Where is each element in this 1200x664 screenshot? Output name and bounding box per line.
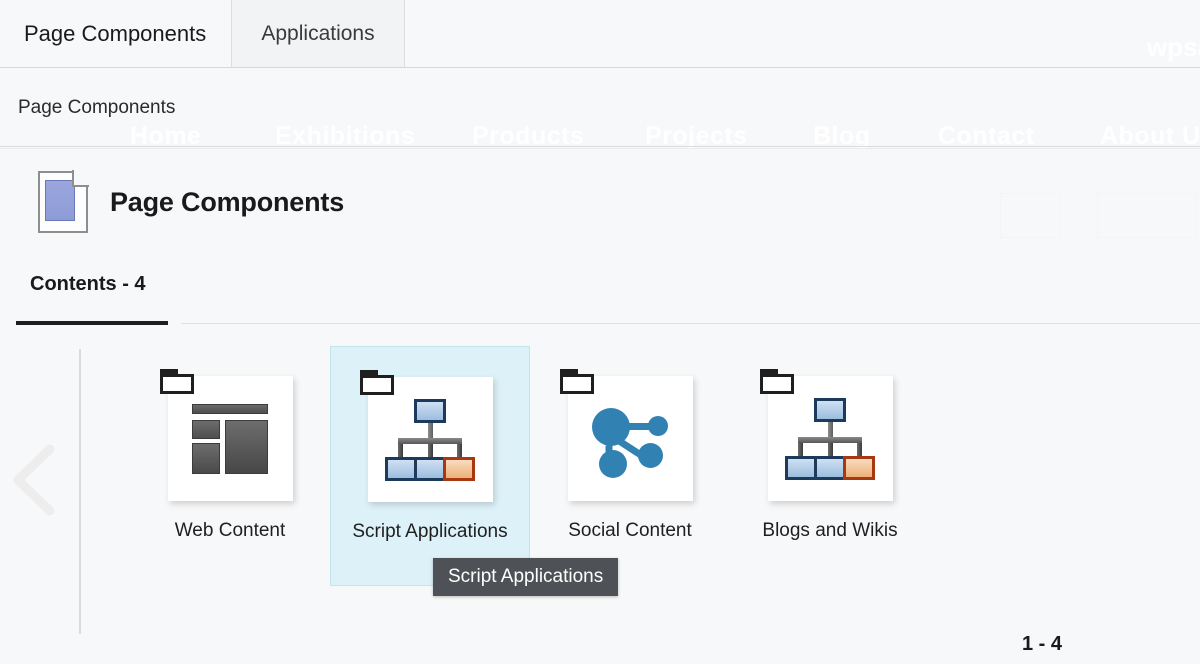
tree-node-child-3	[443, 456, 475, 481]
gallery-item-thumbnail	[759, 369, 893, 501]
folder-icon-tab	[559, 369, 578, 377]
tab-contents[interactable]: Contents - 4	[30, 273, 146, 295]
tab-strip-filler	[405, 0, 1200, 68]
tree-node-child-1	[385, 456, 417, 481]
content-tab-row: Contents - 4	[0, 265, 1200, 325]
page-icon-inner	[45, 180, 75, 221]
hierarchy-tree-icon	[785, 397, 875, 480]
tree-drop-1	[398, 443, 403, 457]
tab-applications-label: Applications	[261, 21, 375, 45]
top-tab-strip: Page Components Applications	[0, 0, 1200, 68]
tree-crossbar	[398, 437, 462, 444]
gallery-divider	[79, 349, 81, 634]
gallery-item-blogs-and-wikis[interactable]: Blogs and Wikis	[730, 346, 930, 586]
tree-drop-3	[457, 443, 462, 457]
tree-node-root	[414, 398, 446, 423]
folder-icon-tab	[359, 370, 378, 378]
tree-crossbar	[798, 436, 862, 443]
tab-page-components[interactable]: Page Components	[0, 0, 230, 68]
folder-icon-body	[759, 374, 794, 394]
page-header: Page Components	[0, 147, 1200, 257]
tree-drop-3	[857, 442, 862, 456]
gallery-item-web-content[interactable]: Web Content	[130, 346, 330, 586]
gallery-item-label: Web Content	[174, 520, 286, 541]
share-node-lower	[638, 442, 663, 468]
gallery-item-thumbnail	[159, 369, 293, 501]
breadcrumb-bar: Page Components	[0, 68, 1200, 147]
breadcrumb-rule	[0, 146, 1200, 147]
gallery-item-label: Social Content	[568, 520, 692, 541]
folder-icon-body	[359, 375, 394, 395]
folder-icon	[359, 370, 394, 395]
component-gallery: Web Content	[0, 325, 1200, 664]
tree-stem	[828, 421, 833, 437]
tree-drop-2	[828, 442, 833, 456]
gallery-tiles: Web Content	[130, 346, 930, 586]
tree-stem	[428, 422, 433, 438]
folder-icon	[159, 369, 194, 394]
folder-icon	[759, 369, 794, 394]
web-layout-icon-block-b	[192, 442, 220, 474]
folder-icon-body	[159, 374, 194, 394]
tree-node-child-3	[843, 455, 875, 480]
tree-drop-2	[428, 443, 433, 457]
share-node-below	[599, 449, 627, 478]
tree-node-child-2	[414, 456, 446, 481]
tree-node-root	[814, 397, 846, 422]
page-document-icon	[38, 170, 89, 233]
tab-contents-underline	[16, 321, 168, 325]
content-tab-rule	[181, 323, 1200, 324]
gallery-item-script-applications[interactable]: Script Applications	[330, 346, 530, 586]
folder-icon	[559, 369, 594, 394]
share-node-right	[648, 415, 668, 436]
tree-node-child-1	[785, 455, 817, 480]
folder-icon-tab	[159, 369, 178, 377]
web-layout-icon-block-c	[225, 419, 268, 474]
gallery-item-label: Script Applications	[352, 521, 508, 542]
gallery-item-label: Blogs and Wikis	[762, 520, 898, 541]
tab-page-components-label: Page Components	[24, 21, 207, 46]
tab-applications[interactable]: Applications	[231, 0, 405, 68]
share-link-1	[618, 422, 654, 430]
pagination-range: 1 - 4	[1021, 633, 1062, 655]
folder-icon-body	[559, 374, 594, 394]
gallery-item-social-content[interactable]: Social Content	[530, 346, 730, 586]
hierarchy-tree-icon	[385, 398, 475, 481]
gallery-item-thumbnail	[559, 369, 693, 501]
share-network-icon	[588, 398, 672, 480]
chevron-left-icon	[13, 444, 55, 516]
gallery-item-thumbnail	[359, 370, 493, 502]
folder-icon-tab	[759, 369, 778, 377]
share-node-hub	[592, 407, 630, 446]
web-layout-icon-header	[192, 403, 268, 414]
web-layout-icon-block-a	[192, 419, 220, 439]
tree-drop-1	[798, 442, 803, 456]
tooltip: Script Applications	[433, 558, 619, 596]
web-layout-icon	[192, 403, 268, 474]
page-icon-fold	[72, 170, 89, 187]
tree-node-child-2	[814, 455, 846, 480]
breadcrumb[interactable]: Page Components	[18, 96, 176, 118]
page-title: Page Components	[110, 186, 345, 217]
previous-page-button[interactable]	[6, 443, 64, 517]
